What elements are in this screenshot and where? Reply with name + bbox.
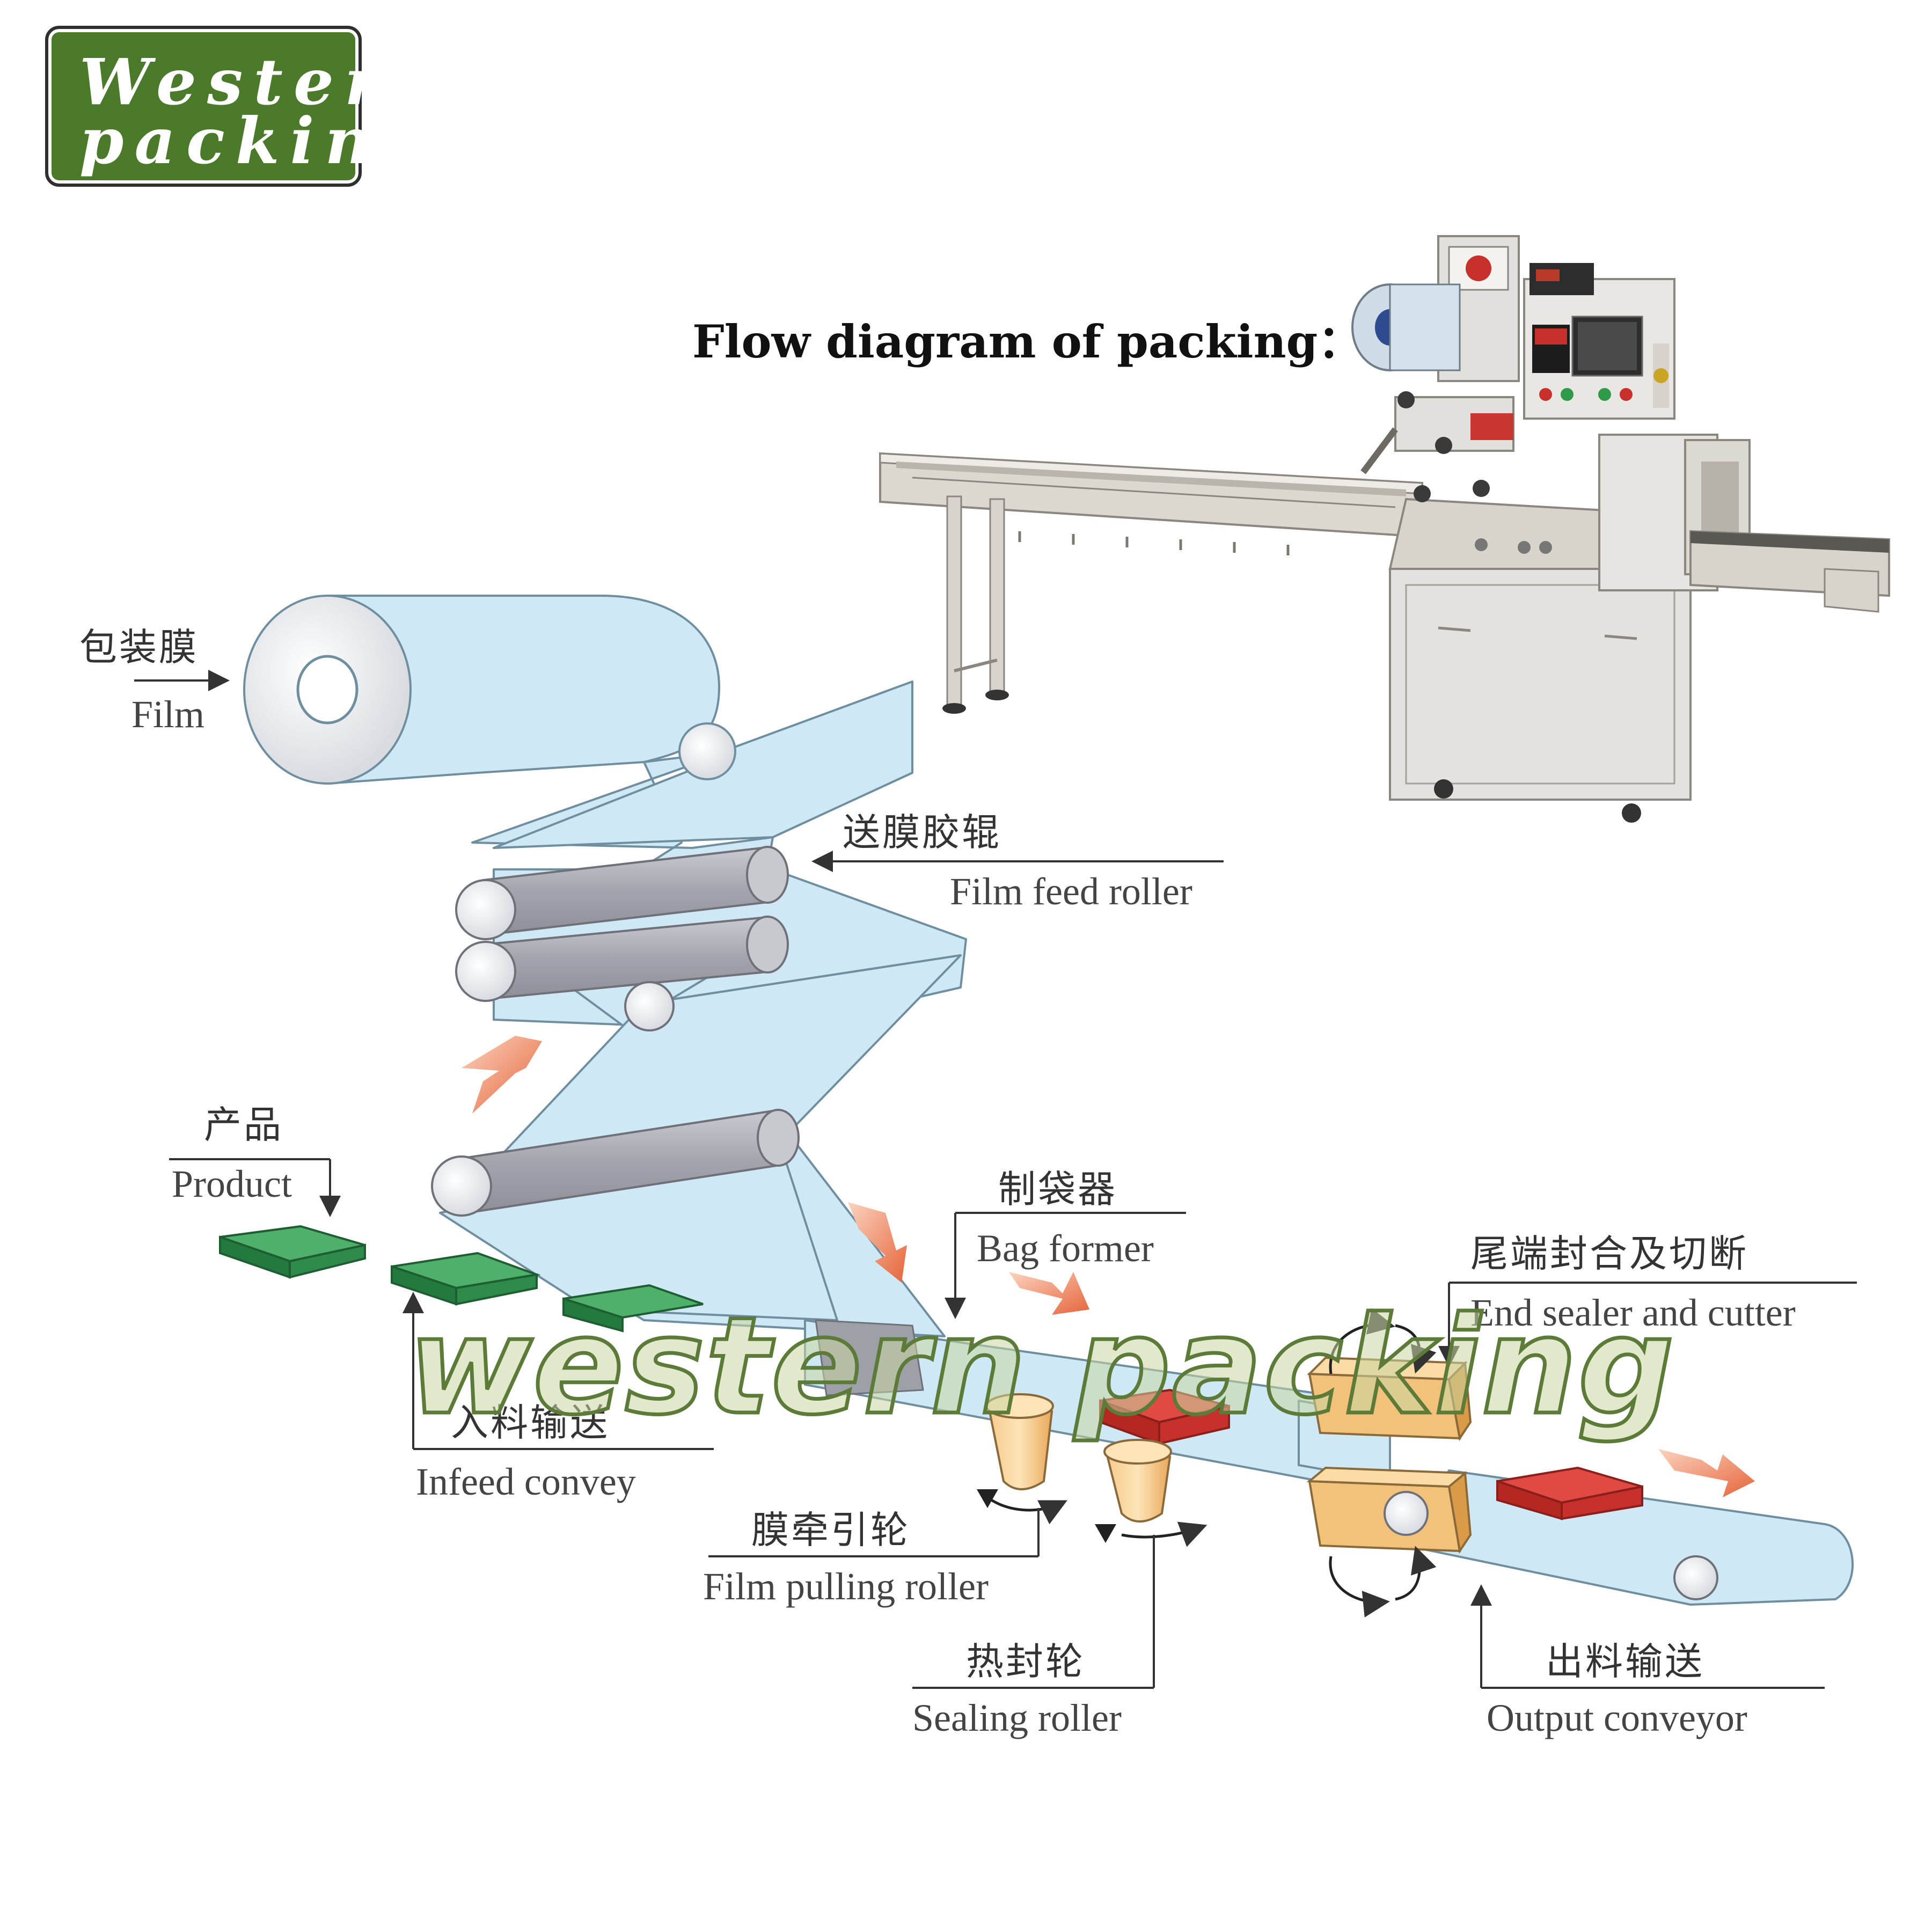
diagram-title: Flow diagram of packing：: [692, 315, 1363, 368]
label-end-sealer-zh: 尾端封合及切断: [1470, 1232, 1748, 1276]
label-film-feed-zh: 送膜胶辊: [843, 810, 1001, 854]
label-end-sealer-en: End sealer and cutter: [1470, 1291, 1796, 1334]
logo-text-western: Western: [79, 45, 445, 119]
products-wrapped: [1099, 1388, 1643, 1520]
label-output-zh: 出料输送: [1546, 1640, 1704, 1684]
products-infeed: [219, 1225, 704, 1333]
label-bag-former-en: Bag former: [977, 1227, 1154, 1270]
sealing-roller-shape: [1103, 1439, 1172, 1523]
label-infeed-zh: 入料输送: [451, 1401, 610, 1445]
bag-former-shape: [815, 1319, 924, 1396]
flow-arrows: [462, 1036, 1755, 1497]
label-bag-former-zh: 制袋器: [998, 1167, 1117, 1211]
label-film-pulling-en: Film pulling roller: [703, 1565, 989, 1608]
flow-wrapper-machine-illustration: [879, 235, 1890, 823]
label-sealing-zh: 热封轮: [966, 1640, 1085, 1684]
end-sealer-cutter-shape: [1306, 1356, 1718, 1600]
label-infeed-en: Infeed convey: [416, 1460, 636, 1503]
label-film-zh: 包装膜: [79, 625, 199, 669]
label-product-en: Product: [172, 1162, 292, 1205]
brand-logo: Western packing: [45, 26, 435, 187]
rotation-arrows: [986, 1308, 1437, 1618]
logo-text-packing: packing: [79, 104, 437, 178]
label-film-pulling-zh: 膜牵引轮: [751, 1508, 910, 1552]
film-feed-rollers: [431, 846, 800, 1217]
label-product-zh: 产品: [204, 1103, 283, 1147]
film-pulling-roller-shape: [985, 1393, 1054, 1490]
label-leader-lines: [134, 670, 1857, 1689]
watermark-text: western packing: [406, 1286, 1675, 1446]
label-film-en: Film: [131, 693, 205, 736]
film-roll: [243, 595, 736, 785]
label-film-feed-en: Film feed roller: [950, 870, 1192, 913]
label-output-en: Output conveyor: [1487, 1696, 1747, 1739]
rotation-arrow-heads: [977, 1489, 1116, 1543]
label-sealing-en: Sealing roller: [912, 1696, 1122, 1739]
